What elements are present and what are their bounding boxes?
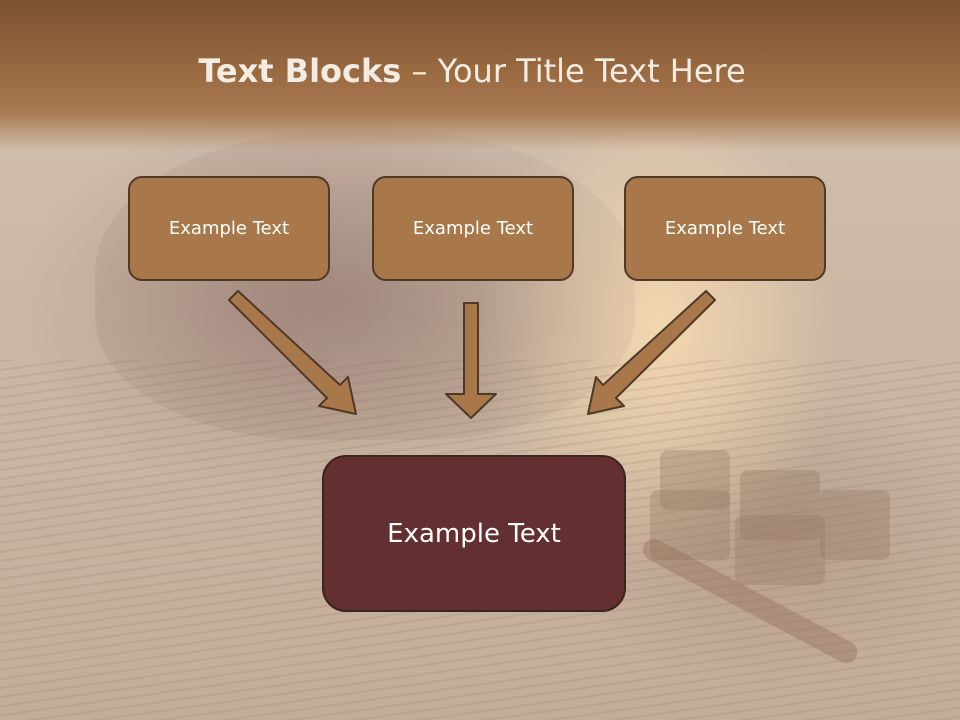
title-bold: Text Blocks xyxy=(198,52,402,90)
arrow-down-left xyxy=(587,290,716,415)
text-block-3-label: Example Text xyxy=(664,218,786,239)
sugar-cube xyxy=(820,490,890,560)
text-block-1-label: Example Text xyxy=(168,218,290,239)
text-block-3[interactable]: Example Text xyxy=(624,176,826,281)
arrow-down xyxy=(445,302,497,419)
main-text-block-label: Example Text xyxy=(387,518,561,549)
arrow-down-right xyxy=(228,290,357,415)
title-rest: Your Title Text Here xyxy=(437,52,746,90)
text-block-2[interactable]: Example Text xyxy=(372,176,574,281)
sugar-cube xyxy=(740,470,820,540)
slide-title: Text Blocks – Your Title Text Here xyxy=(0,52,944,90)
sugar-cube xyxy=(650,490,730,560)
sugar-cube xyxy=(660,450,730,510)
slide-header xyxy=(0,0,960,150)
main-text-block[interactable]: Example Text xyxy=(322,455,626,612)
text-block-1[interactable]: Example Text xyxy=(128,176,330,281)
text-block-2-label: Example Text xyxy=(412,218,534,239)
title-separator: – xyxy=(401,52,438,90)
sugar-cube xyxy=(735,515,825,585)
